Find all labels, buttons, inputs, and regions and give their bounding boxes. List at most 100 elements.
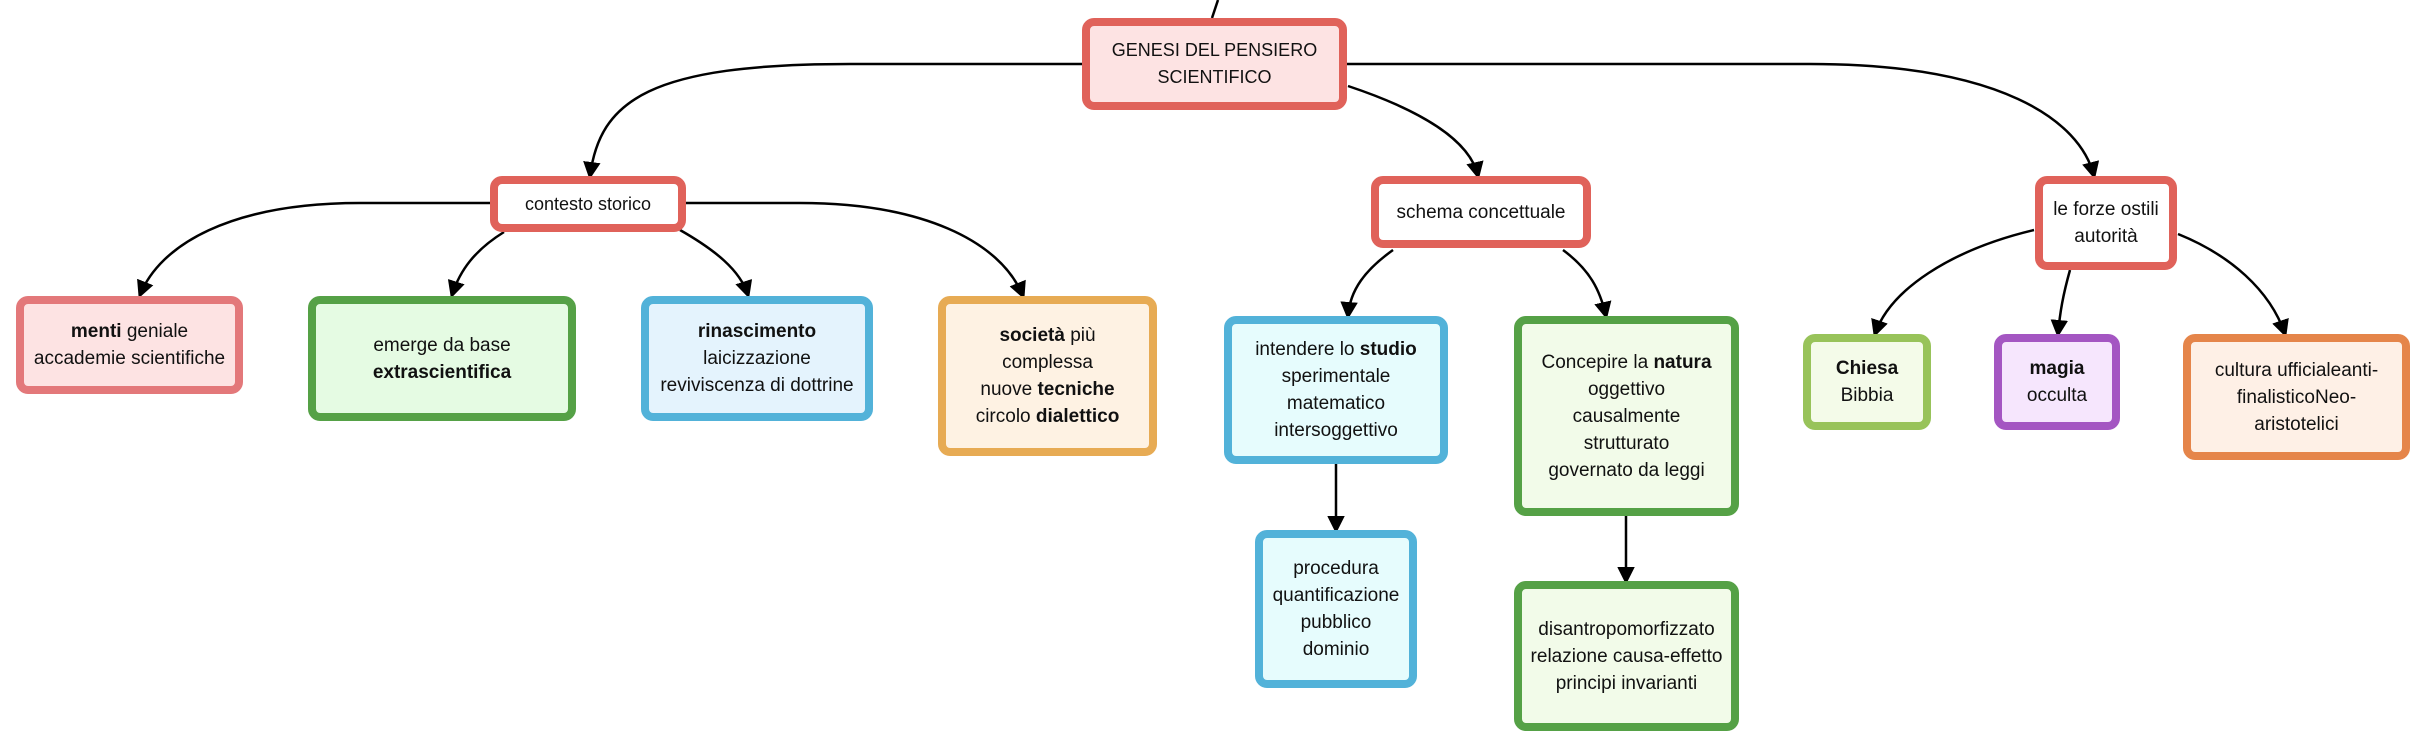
- node-text-line: principi invarianti: [1531, 670, 1723, 697]
- node-text-segment: SCIENTIFICO: [1157, 67, 1272, 87]
- node-text-line: matematico: [1255, 390, 1417, 417]
- node-text-segment: dominio: [1302, 639, 1370, 660]
- node-text-segment: circolo: [975, 406, 1036, 427]
- node-schema-concettuale[interactable]: schema concettuale: [1371, 176, 1591, 248]
- edge-incoming-root: [1210, 0, 1220, 19]
- node-text-line: le forze ostili: [2053, 196, 2159, 223]
- node-text-segment: emerge da base: [373, 334, 511, 356]
- node-text-segment: intersoggettivo: [1274, 420, 1398, 441]
- node-text-segment: disantropomorfizzato: [1538, 618, 1715, 640]
- node-text-segment: aristotelici: [2254, 413, 2339, 435]
- node-text-segment: autorità: [2074, 226, 2138, 247]
- node-text-bold: tecniche: [1037, 379, 1115, 400]
- node-text-segment: schema concettuale: [1396, 201, 1566, 223]
- edge-contesto-emerge: [447, 230, 505, 299]
- node-text-line: aristotelici: [2215, 411, 2378, 438]
- node-text-line: Concepire la natura: [1541, 349, 1711, 376]
- node-text: contesto storico: [525, 191, 651, 218]
- node-text-segment: pubblico: [1300, 612, 1372, 633]
- node-text-line: autorità: [2053, 223, 2159, 250]
- node-text-bold: società: [999, 325, 1065, 346]
- edge-forze-cultura: [2177, 232, 2289, 338]
- edge-contesto-rinascimento: [679, 228, 753, 299]
- node-text-line: disantropomorfizzato: [1531, 616, 1723, 643]
- node-text-bold: rinascimento: [697, 321, 817, 342]
- node-text-segment: causalmente: [1572, 405, 1681, 427]
- node-cultura[interactable]: cultura ufficialeanti-finalisticoNeo-ari…: [2183, 334, 2410, 460]
- node-text-segment: matematico: [1286, 393, 1386, 414]
- edge-contesto-societa: [686, 201, 1026, 300]
- node-text-bold: Chiesa: [1835, 358, 1899, 379]
- node-text-line: schema concettuale: [1397, 199, 1566, 226]
- node-text-line: finalisticoNeo-: [2215, 384, 2378, 411]
- node-text-segment: più complessa: [1002, 325, 1096, 373]
- node-text-segment: relazione causa-effetto: [1530, 645, 1723, 667]
- node-disantropomorfizzato[interactable]: disantropomorfizzato relazione causa-effe…: [1514, 581, 1739, 731]
- node-text-line: magia: [2027, 355, 2087, 382]
- node-text-line: dominio: [1273, 636, 1400, 663]
- node-text-line: emerge da base: [373, 332, 511, 359]
- node-text: le forze ostili autorità: [2053, 196, 2159, 250]
- node-text-line: oggettivo: [1541, 376, 1711, 403]
- node-text-line: cultura ufficialeanti-: [2215, 357, 2378, 384]
- node-text-line: rinascimento: [660, 318, 853, 345]
- node-text-bold: natura: [1653, 351, 1712, 373]
- node-text-line: intendere lo studio: [1255, 336, 1417, 363]
- node-text: disantropomorfizzato relazione causa-effe…: [1531, 616, 1723, 697]
- node-genesi-pensiero-scientifico[interactable]: GENESI DEL PENSIERO SCIENTIFICO: [1082, 18, 1347, 110]
- node-text-bold: menti: [70, 321, 122, 342]
- edge-root-forze: [1347, 62, 2100, 180]
- edge-forze-chiesa: [1871, 228, 2035, 338]
- node-text-line: strutturato: [1541, 430, 1711, 457]
- node-text-line: relazione causa-effetto: [1531, 643, 1723, 670]
- edge-root-contesto: [583, 62, 1082, 180]
- node-text-line: causalmente: [1541, 403, 1711, 430]
- node-text-line: nuove tecniche: [952, 376, 1143, 403]
- node-text: magia occulta: [2027, 355, 2087, 409]
- node-magia[interactable]: magia occulta: [1994, 334, 2120, 430]
- node-text-segment: procedura: [1293, 558, 1379, 579]
- edge-schema-studio: [1340, 248, 1394, 320]
- node-text-bold: studio: [1359, 339, 1417, 360]
- node-text-line: contesto storico: [525, 191, 651, 218]
- node-contesto-storico[interactable]: contesto storico: [490, 176, 686, 232]
- node-text-bold: magia: [2029, 358, 2085, 379]
- node-text-line: procedura: [1273, 555, 1400, 582]
- node-text-segment: principi invarianti: [1555, 672, 1698, 694]
- node-text-segment: intendere lo: [1255, 339, 1360, 360]
- node-text-segment: GENESI DEL PENSIERO: [1111, 40, 1318, 60]
- node-text-line: Bibbia: [1836, 382, 1898, 409]
- node-text: schema concettuale: [1397, 199, 1566, 226]
- node-text-segment: nuove: [980, 379, 1038, 400]
- node-studio[interactable]: intendere lo studio sperimentale matematic…: [1224, 316, 1448, 464]
- node-text-segment: reviviscenza di dottrine: [660, 375, 854, 396]
- node-text-segment: le forze ostili: [2053, 199, 2159, 220]
- node-text: intendere lo studio sperimentale matematic…: [1255, 336, 1417, 444]
- node-text-line: occulta: [2027, 382, 2087, 409]
- node-text-segment: geniale: [121, 321, 189, 342]
- node-text-segment: sperimentale: [1281, 366, 1391, 387]
- node-text-segment: contesto storico: [524, 193, 652, 214]
- edge-contesto-menti: [137, 201, 490, 299]
- node-text-segment: oggettivo: [1587, 378, 1666, 400]
- node-forze-ostili[interactable]: le forze ostili autorità: [2035, 176, 2177, 270]
- node-text-segment: cultura ufficialeanti-: [2214, 359, 2379, 381]
- node-text-line: Chiesa: [1836, 355, 1898, 382]
- node-text-segment: governato da leggi: [1548, 459, 1705, 481]
- node-text-segment: finalisticoNeo-: [2236, 386, 2357, 408]
- node-text-line: governato da leggi: [1541, 457, 1711, 484]
